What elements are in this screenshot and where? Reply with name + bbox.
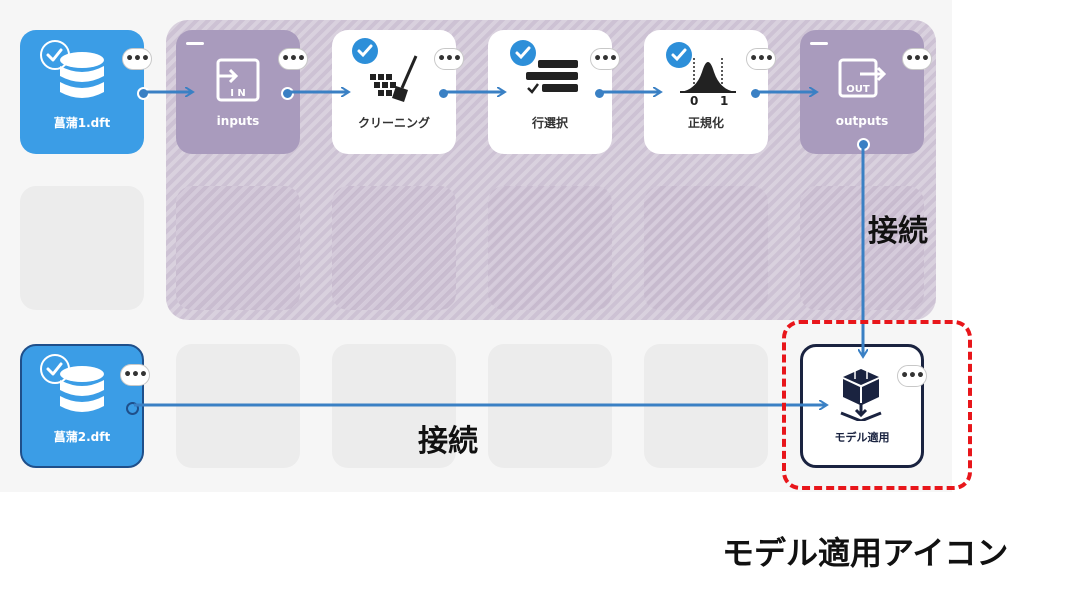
check-icon xyxy=(666,42,692,68)
highlight-box xyxy=(782,320,972,490)
output-port[interactable] xyxy=(137,87,150,100)
output-port[interactable] xyxy=(281,87,294,100)
annotation-connect-horizontal: 接続 xyxy=(418,424,478,459)
annotation-connect-vertical: 接続 xyxy=(868,214,928,249)
database-icon xyxy=(60,366,104,412)
row-select-icon xyxy=(526,60,578,94)
collapse-icon[interactable] xyxy=(810,42,828,45)
normalize-node[interactable]: 0 1 正規化 ••• xyxy=(644,30,776,154)
node-label: クリーニング xyxy=(357,116,430,130)
more-options-button[interactable]: ••• xyxy=(120,364,150,386)
input-icon: I N xyxy=(216,58,260,102)
database-icon xyxy=(60,52,104,98)
outputs-node[interactable]: OUT outputs ••• xyxy=(800,30,932,154)
empty-slot[interactable] xyxy=(488,186,612,310)
model-apply-node[interactable]: モデル適用 ••• xyxy=(800,344,927,468)
svg-text:1: 1 xyxy=(720,94,728,106)
collapse-icon[interactable] xyxy=(186,42,204,45)
output-port[interactable] xyxy=(857,138,870,151)
svg-text:OUT: OUT xyxy=(846,84,870,95)
more-options-button[interactable]: ••• xyxy=(434,48,464,70)
empty-slot[interactable] xyxy=(644,344,768,468)
empty-slot[interactable] xyxy=(176,186,300,310)
more-options-button[interactable]: ••• xyxy=(897,365,927,387)
node-label: 菖蒲2.dft xyxy=(53,430,111,444)
output-port[interactable] xyxy=(749,87,762,100)
output-port[interactable] xyxy=(593,87,606,100)
check-icon xyxy=(352,38,378,64)
check-icon xyxy=(510,40,536,66)
svg-text:I N: I N xyxy=(230,88,246,99)
model-apply-icon xyxy=(840,369,882,421)
row-select-node[interactable]: 行選択 ••• xyxy=(488,30,620,154)
empty-slot[interactable] xyxy=(488,344,612,468)
node-label: inputs xyxy=(216,114,260,128)
normal-distribution-icon: 0 1 xyxy=(680,58,736,106)
empty-slot[interactable] xyxy=(20,186,144,310)
more-options-button[interactable]: ••• xyxy=(590,48,620,70)
more-options-button[interactable]: ••• xyxy=(746,48,776,70)
more-options-button[interactable]: ••• xyxy=(122,48,152,70)
node-label: outputs xyxy=(835,114,889,128)
node-label: 菖蒲1.dft xyxy=(53,116,111,130)
empty-slot[interactable] xyxy=(176,344,300,468)
broom-icon xyxy=(370,55,418,102)
output-port[interactable] xyxy=(126,402,139,415)
output-port[interactable] xyxy=(437,87,450,100)
empty-slot[interactable] xyxy=(644,186,768,310)
output-icon: OUT xyxy=(838,58,887,98)
svg-text:0: 0 xyxy=(690,94,698,106)
cleaning-node[interactable]: クリーニング ••• xyxy=(332,30,464,154)
node-label: 行選択 xyxy=(531,116,568,130)
annotation-model-icon-caption: モデル適用アイコン xyxy=(722,534,1009,572)
empty-slot[interactable] xyxy=(332,186,456,310)
node-label: モデル適用 xyxy=(834,431,890,444)
more-options-button[interactable]: ••• xyxy=(902,48,932,70)
node-label: 正規化 xyxy=(687,116,724,130)
inputs-node[interactable]: I N inputs ••• xyxy=(176,30,308,154)
data-source-node-1[interactable]: 菖蒲1.dft ••• xyxy=(20,30,152,154)
more-options-button[interactable]: ••• xyxy=(278,48,308,70)
data-source-node-2[interactable]: 菖蒲2.dft ••• xyxy=(20,344,150,468)
